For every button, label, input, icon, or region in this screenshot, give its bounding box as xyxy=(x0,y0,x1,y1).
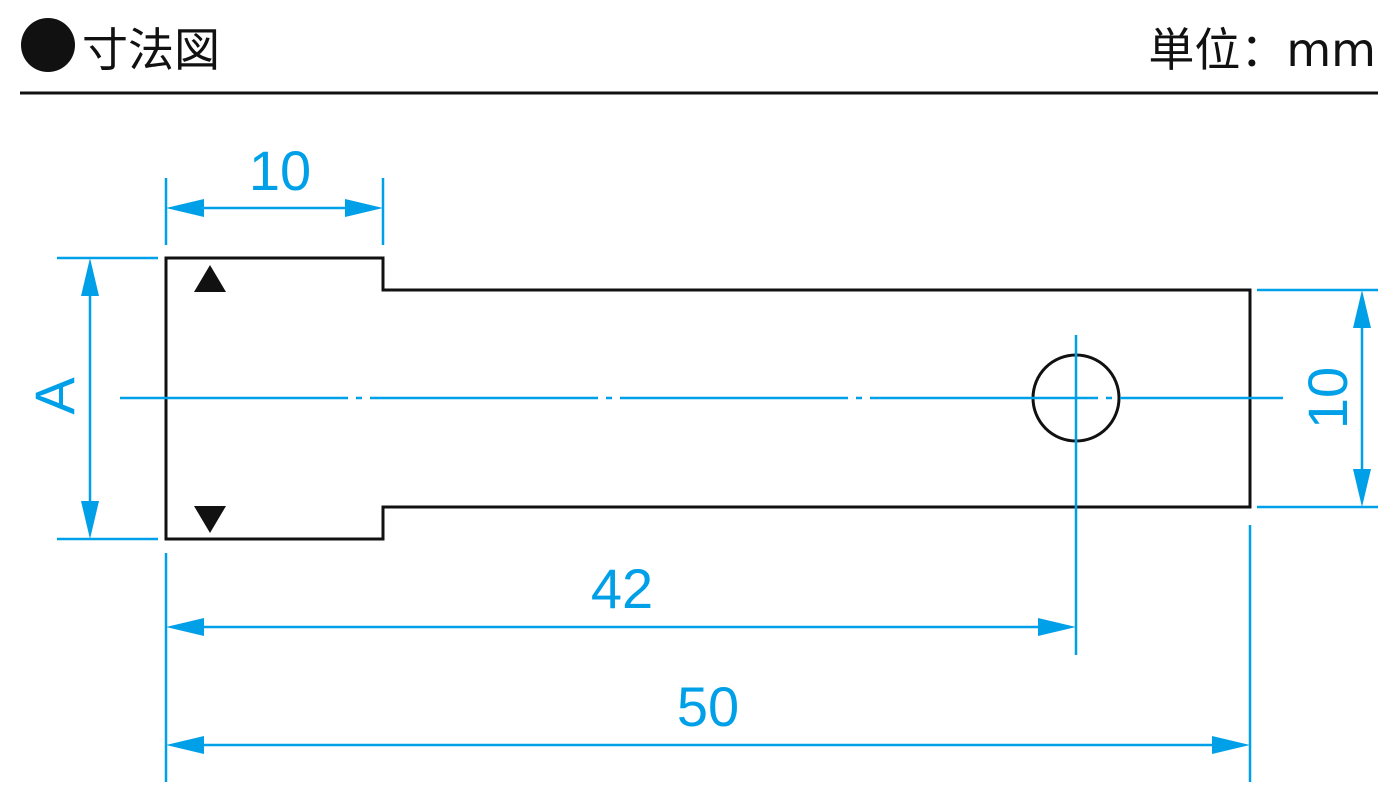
page-title: 寸法図 xyxy=(82,23,220,77)
triangle-up-icon xyxy=(194,265,226,292)
dimension-head-height: A xyxy=(23,256,158,541)
part-outline xyxy=(164,256,1252,541)
dimension-shaft-height: 10 xyxy=(1257,288,1378,509)
svg-text:10: 10 xyxy=(249,139,311,202)
triangle-down-icon xyxy=(194,506,226,533)
bullet-icon xyxy=(21,18,75,72)
unit-label: 単位：mm xyxy=(1148,23,1376,77)
svg-text:A: A xyxy=(23,377,86,415)
dimension-hole-position: 42 xyxy=(164,553,1076,782)
svg-text:42: 42 xyxy=(591,557,653,620)
svg-text:50: 50 xyxy=(677,675,739,738)
svg-text:10: 10 xyxy=(1296,367,1359,429)
dimension-total-length: 50 xyxy=(166,525,1252,782)
dimension-head-length: 10 xyxy=(164,139,385,245)
